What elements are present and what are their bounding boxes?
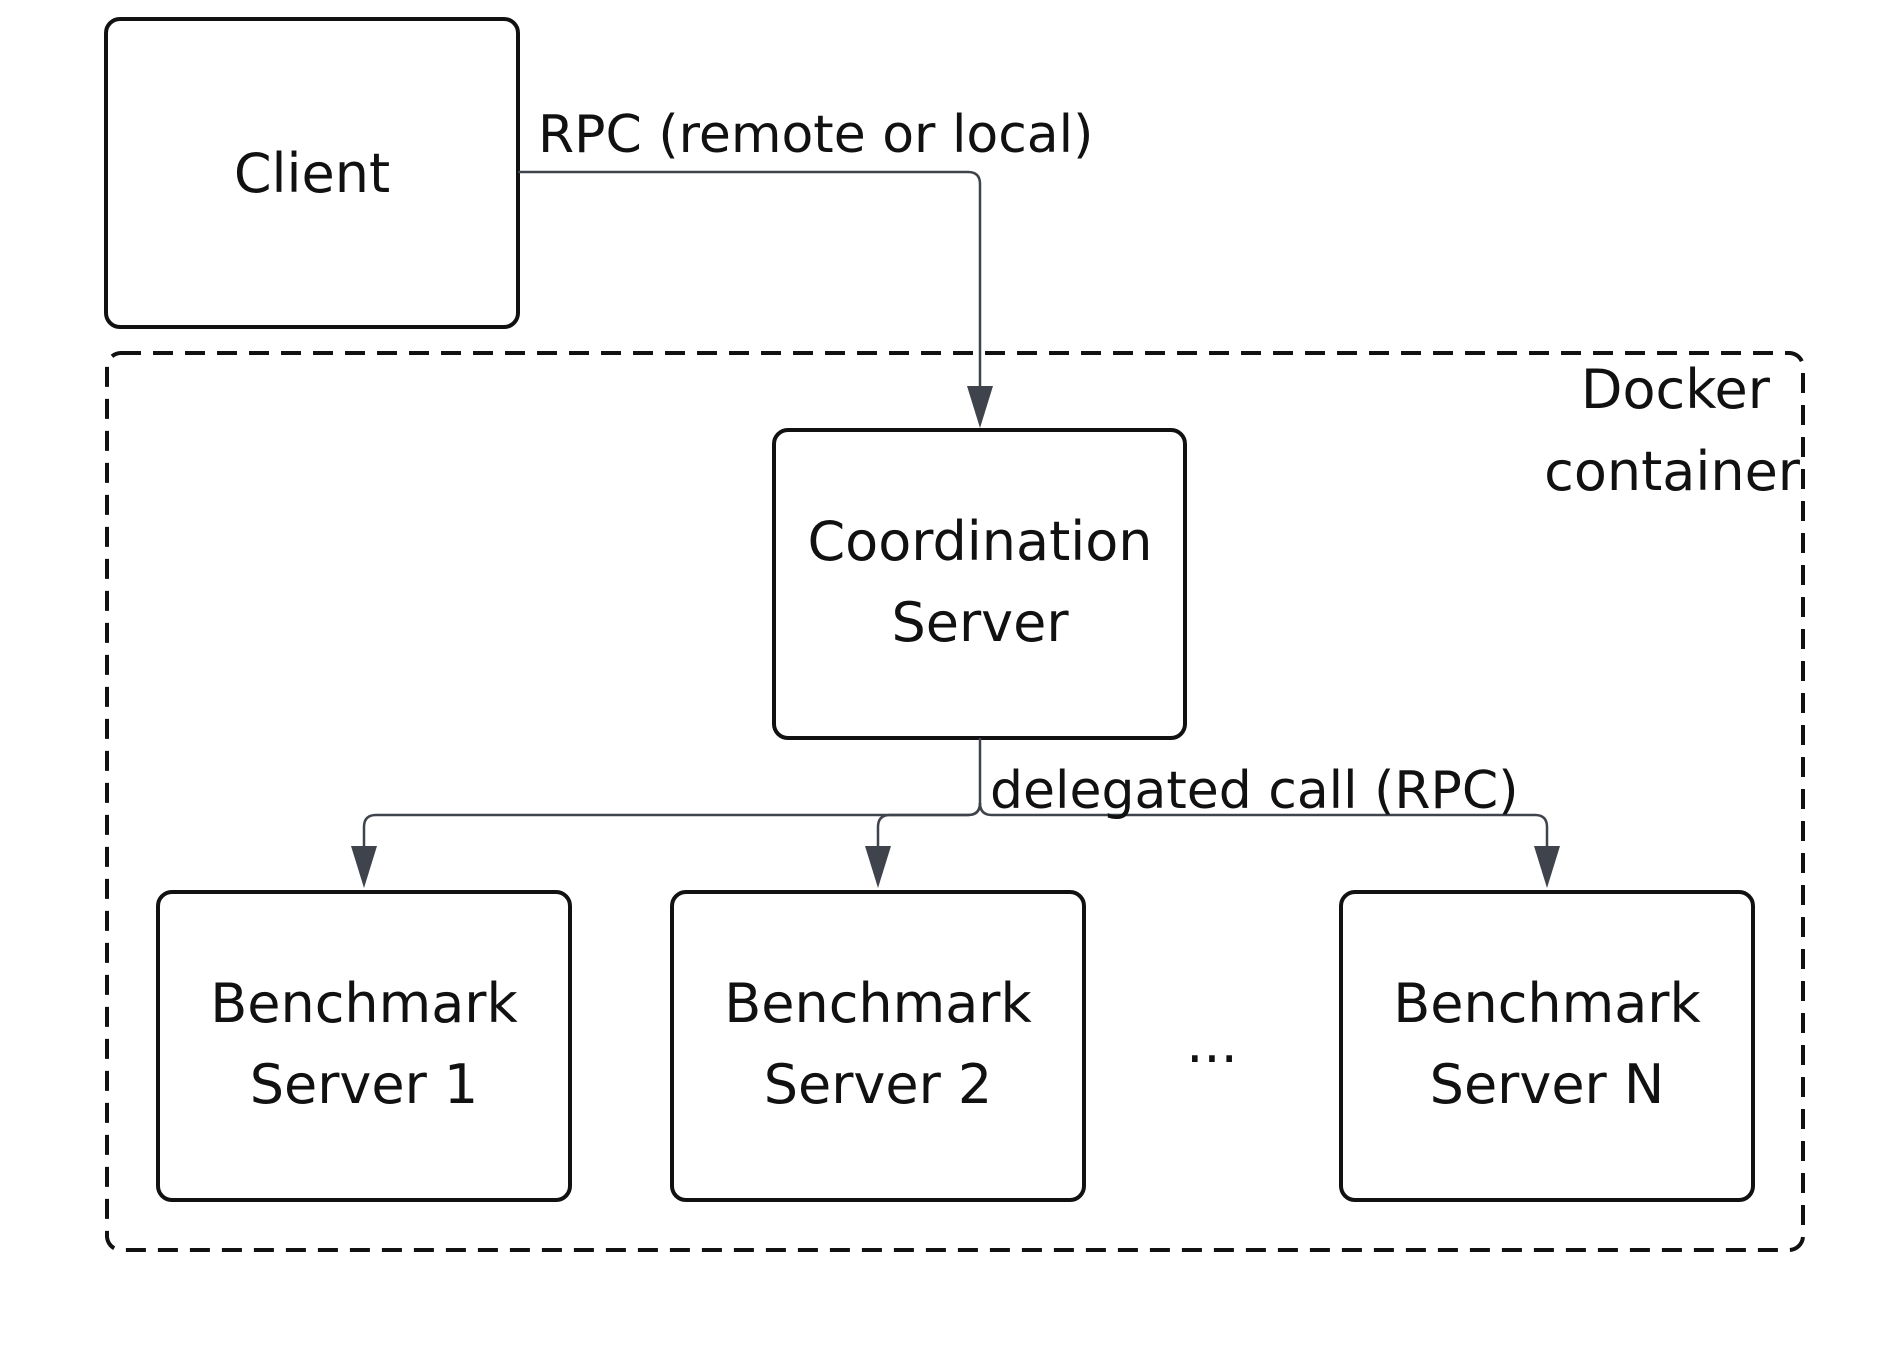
docker-container-label-line1: Docker [1581, 358, 1771, 421]
coordination-server-label-line2: Server [891, 591, 1069, 654]
edge-coordination-to-benchmark-n [978, 802, 1549, 852]
docker-container-boundary [105, 351, 1805, 1252]
edge-label-delegated-call-rpc: delegated call (RPC) [990, 761, 1518, 821]
arrowhead-benchmark-n [1534, 846, 1560, 888]
arrowhead-benchmark-2 [865, 846, 891, 888]
benchmark-server-1-label-line2: Server 1 [250, 1053, 479, 1116]
benchmark-server-n-node [1339, 890, 1755, 1202]
benchmark-server-1-label-line1: Benchmark [210, 972, 518, 1035]
edge-coordination-to-benchmark-2 [876, 802, 982, 852]
docker-container-label-line2: container [1544, 440, 1801, 503]
benchmark-server-n-label-line1: Benchmark [1393, 972, 1701, 1035]
ellipsis-more-servers: ... [1186, 1012, 1238, 1075]
coordination-server-node [772, 428, 1187, 740]
arrowhead-coordination [967, 386, 993, 428]
benchmark-server-2-label-line1: Benchmark [724, 972, 1032, 1035]
edge-label-rpc-remote-or-local: RPC (remote or local) [538, 105, 1093, 165]
edge-client-to-coordination [518, 170, 982, 392]
arrowhead-benchmark-1 [351, 846, 377, 888]
benchmark-server-n-label-line2: Server N [1430, 1053, 1665, 1116]
benchmark-server-2-node [670, 890, 1086, 1202]
benchmark-server-2-label-line2: Server 2 [764, 1053, 993, 1116]
coordination-server-label-line1: Coordination [807, 510, 1152, 573]
edge-coordination-to-benchmark-1 [362, 738, 982, 852]
client-label: Client [234, 142, 390, 205]
benchmark-server-1-node [156, 890, 572, 1202]
